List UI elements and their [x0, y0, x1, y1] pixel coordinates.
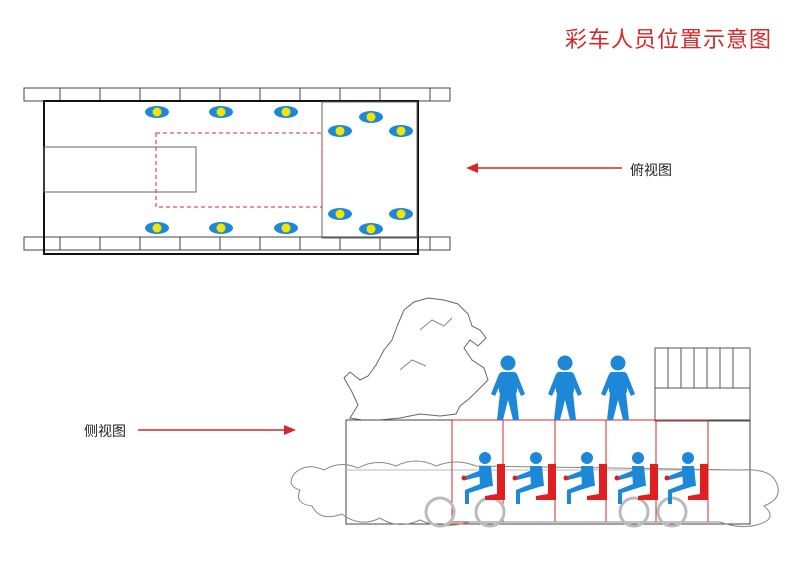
- sculpture-outline: [343, 297, 489, 421]
- float-area-dashed: [155, 132, 323, 208]
- seated-person-icon: [461, 452, 505, 504]
- position-marker-icon: [209, 106, 233, 118]
- position-marker-icon: [359, 111, 383, 123]
- position-marker-icon: [359, 223, 383, 235]
- seated-person-icon: [664, 452, 708, 504]
- position-marker-icon: [274, 222, 298, 234]
- position-marker-icon: [209, 222, 233, 234]
- side-view-label: 侧视图: [84, 424, 126, 440]
- position-markers: [145, 106, 413, 235]
- position-marker-icon: [145, 106, 169, 118]
- standing-person-icon: [491, 355, 525, 420]
- track-bottom: [23, 236, 451, 251]
- position-marker-icon: [389, 208, 413, 220]
- position-marker-icon: [145, 222, 169, 234]
- top-view-label: 俯视图: [630, 163, 672, 179]
- top-view: [23, 87, 451, 255]
- arrow-right-icon: [138, 425, 296, 435]
- rear-railing: [654, 347, 751, 422]
- standing-person-icon: [601, 355, 635, 420]
- standing-person-icon: [548, 355, 582, 420]
- arrow-left-icon: [466, 163, 622, 173]
- seated-person-icon: [512, 452, 556, 504]
- seated-figures: [461, 452, 708, 504]
- position-marker-icon: [274, 106, 298, 118]
- cab-outline-top: [43, 146, 197, 193]
- track-top: [23, 87, 451, 102]
- side-view: [290, 297, 779, 528]
- wheels: [424, 496, 688, 528]
- position-marker-icon: [389, 125, 413, 137]
- seated-person-icon: [563, 452, 607, 504]
- position-marker-icon: [328, 125, 352, 137]
- standing-figures: [491, 355, 635, 420]
- position-marker-icon: [328, 208, 352, 220]
- page-title: 彩车人员位置示意图: [564, 28, 772, 53]
- seated-person-icon: [614, 452, 658, 504]
- cloud-decoration: [290, 460, 779, 528]
